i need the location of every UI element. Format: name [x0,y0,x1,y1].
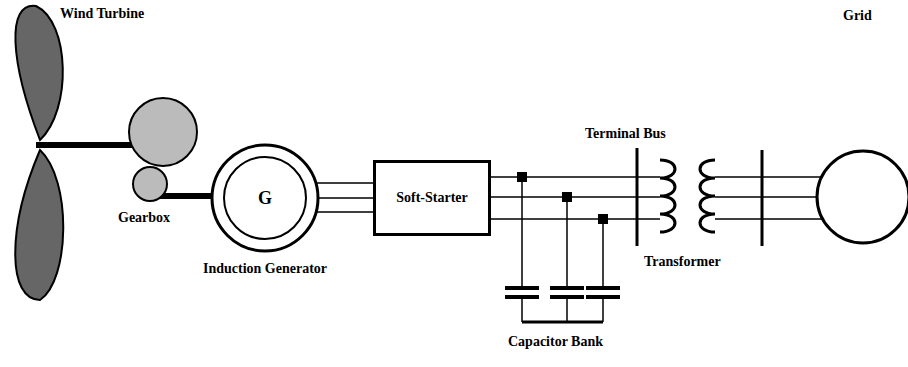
generator-circle: GInduction Generator [210,143,320,253]
part-label: Terminal Bus [583,126,668,142]
turbine-blade [15,150,63,300]
wire [521,177,523,288]
bus [761,150,764,246]
turbine-blade [15,6,62,140]
transformer-coil [700,160,715,232]
part-label: Transformer [642,254,723,270]
transformer-coil [660,160,675,232]
shaft [36,142,135,148]
grid-circle: Grid [815,150,908,246]
wire [566,297,568,322]
junction-dot [562,192,572,202]
gear-small [133,167,167,201]
capacitor-plate [505,295,539,299]
capacitor-plate [505,286,539,290]
wire [715,218,830,220]
generator-label: Induction Generator [203,261,327,277]
capacitor-plate [586,295,620,299]
wire [491,218,660,220]
three-phase-wire [316,183,373,212]
grid-label: Grid [843,8,872,24]
junction-dot [517,172,527,182]
wire [715,176,830,178]
wire [521,297,523,322]
wire [715,196,830,198]
node-outline [815,150,908,246]
terminal-bus [636,148,639,246]
part-label: Capacitor Bank [506,334,605,350]
box-label: Soft-Starter [396,190,468,206]
part-label: Wind Turbine [58,6,146,22]
junction-dot [598,214,608,224]
wire [602,219,604,288]
generator-symbol: G [258,188,272,209]
gear-large [129,98,197,166]
wire [491,196,660,198]
capacitor-plate [586,286,620,290]
wire [491,176,660,178]
wire [566,197,568,288]
capacitor-plate [550,286,584,290]
wire [522,321,603,324]
capacitor-plate [550,295,584,299]
soft-starter-box: Soft-Starter [373,160,491,236]
wire [602,297,604,322]
part-label: Gearbox [116,210,172,226]
